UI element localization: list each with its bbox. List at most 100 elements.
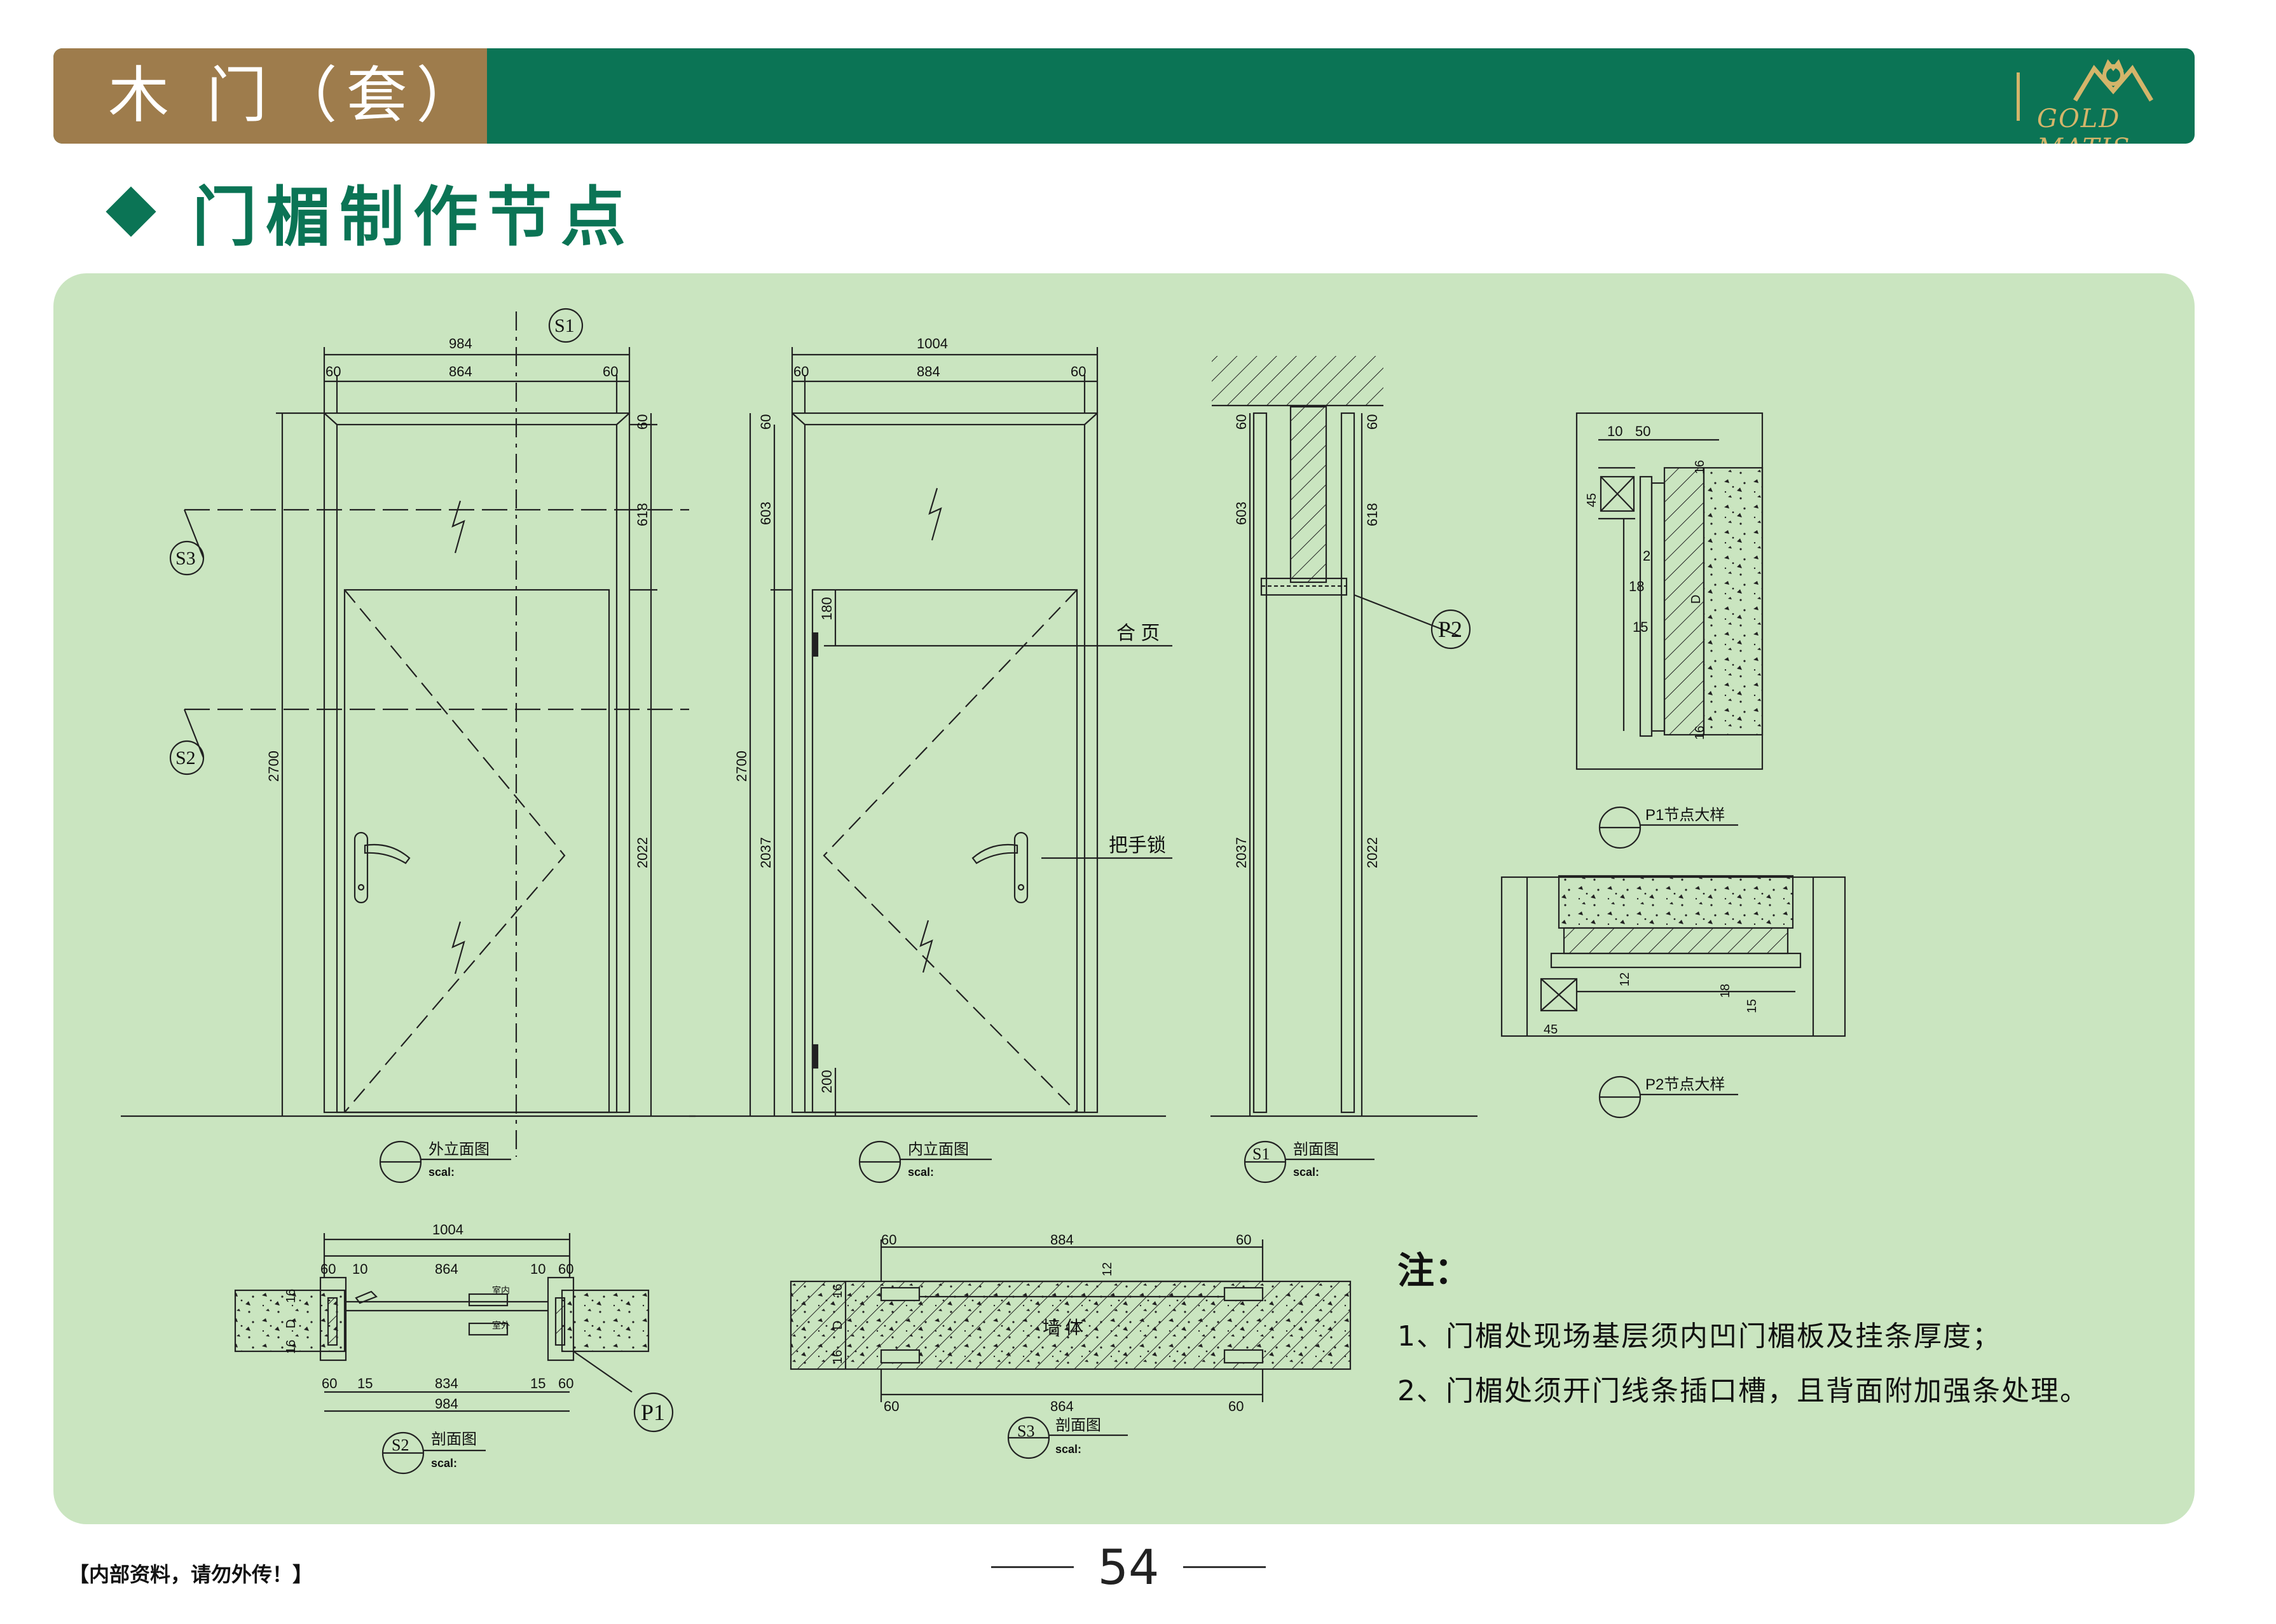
scale-label: scal: [431,1457,457,1470]
hinge-label: 合 页 [1116,623,1160,644]
dim-label: 864 [1050,1398,1074,1414]
dim-label: 2022 [1364,837,1380,868]
callout-s2: S2 [175,747,196,768]
header-bar: 木 门（套） GOLD MATIS [53,48,2195,144]
dim-label: 984 [449,336,472,351]
dim-label: 10 [1607,423,1622,439]
diamond-bullet-icon [106,186,156,237]
outer-elevation [121,311,696,1157]
room-tag: 室外 [492,1320,510,1330]
dim-label: 603 [758,502,774,525]
dim-label: 60 [881,1232,896,1248]
dim-label: 618 [634,503,650,526]
dim-label: 60 [603,364,618,379]
dim-label: 60 [558,1261,573,1277]
dim-label: 2 [1643,548,1650,564]
notes-heading: 注： [1397,1249,1472,1292]
callout-p1: P1 [641,1400,665,1425]
logo-divider [2017,72,2020,121]
dim-label: 60 [884,1398,899,1414]
hinge-icon [811,632,819,1069]
dim-label: 16 [284,1340,298,1354]
dim-label: 2700 [266,751,282,782]
dim-label: 18 [1629,578,1644,594]
dim-label: 60 [793,364,809,379]
dim-label: 50 [1635,423,1650,439]
dim-label: 16 [284,1289,298,1303]
section-title: 门楣制作节点 [106,170,634,256]
dim-label: 15 [1633,619,1648,635]
dim-label: 2037 [1233,837,1249,868]
dim-label: D [831,1321,845,1330]
page-rule-right [1183,1566,1266,1568]
wall-label: 墙 体 [1043,1318,1083,1337]
dim-label: 180 [819,597,835,620]
detail-p2 [1500,875,1846,1037]
symbol-label: S3 [1017,1422,1034,1440]
dim-label: 15 [357,1375,373,1391]
dim-label: 2022 [634,837,650,868]
page-number: 54 [979,1538,1278,1595]
notes-line-2: 2、门楣处须开门线条插口槽，且背面附加强条处理。 [1397,1375,2089,1407]
logo-text: GOLD MATIS [2037,104,2130,144]
dim-label: 16 [831,1350,845,1364]
caption-label: P2节点大样 [1645,1076,1725,1093]
dim-label: 10 [530,1261,545,1277]
caption-label: 剖面图 [1055,1417,1101,1434]
dim-label: 864 [449,364,472,379]
inner-elevation [689,347,1172,1117]
dim-label: 618 [1364,503,1380,526]
callout-p2: P2 [1438,617,1462,642]
dim-label: 60 [320,1261,336,1277]
scale-label: scal: [1055,1443,1081,1456]
drawing-panel: 984 60 864 60 2700 60 618 2022 外立面图 scal… [53,273,2195,1524]
scale-label: scal: [1293,1166,1319,1178]
dim-label: 60 [634,414,650,430]
room-tag: 室内 [492,1285,510,1295]
dim-label: D [1689,595,1703,604]
callout-s3: S3 [175,548,196,569]
caption-label: P1节点大样 [1645,807,1725,824]
dim-label: 1004 [917,336,948,351]
notes: 注： 1、门楣处现场基层须内凹门楣板及挂条厚度； 2、门楣处须开门线条插口槽，且… [1397,1241,2089,1419]
header-title: 木 门（套） [108,60,486,131]
caption-label: 剖面图 [431,1431,477,1448]
confidential-note: 【内部资料，请勿外传！】 [69,1562,313,1586]
detail-p1 [1575,412,1764,770]
caption-label: 剖面图 [1293,1141,1339,1158]
dim-label: 12 [1100,1262,1114,1276]
dim-label: 45 [1544,1023,1558,1037]
dim-label: 60 [1071,364,1086,379]
dim-label: 1004 [432,1222,463,1238]
dim-label: D [284,1320,298,1328]
section-s3 [790,1239,1352,1402]
dim-label: 16 [1693,460,1707,474]
dim-label: 15 [1745,999,1759,1013]
dim-label: 60 [558,1375,573,1391]
callout-bubbles [169,308,1738,1475]
section-title-text: 门楣制作节点 [192,179,634,256]
section-s1 [1210,356,1477,1117]
dim-label: 60 [1364,414,1380,430]
callout-s1: S1 [554,315,575,336]
section-s2 [234,1233,650,1412]
symbol-label: S2 [392,1436,409,1454]
dim-label: 200 [819,1070,835,1093]
dim-label: 15 [530,1375,545,1391]
dim-label: 45 [1585,493,1599,507]
header-tab: 木 门（套） [53,48,487,144]
dim-label: 2037 [758,837,774,868]
dim-label: 16 [1693,726,1707,740]
lock-label: 把手锁 [1109,835,1166,856]
page-number-text: 54 [1097,1538,1160,1595]
dim-label: 16 [831,1284,845,1298]
brand-logo-icon [2073,59,2154,102]
dim-label: 10 [352,1261,367,1277]
dim-label: 603 [1233,502,1249,525]
scale-label: scal: [908,1166,934,1178]
dim-label: 60 [758,414,774,430]
page-rule-left [991,1566,1074,1568]
dim-label: 864 [435,1261,458,1277]
dim-label: 60 [1236,1232,1251,1248]
caption-label: 内立面图 [908,1141,969,1158]
